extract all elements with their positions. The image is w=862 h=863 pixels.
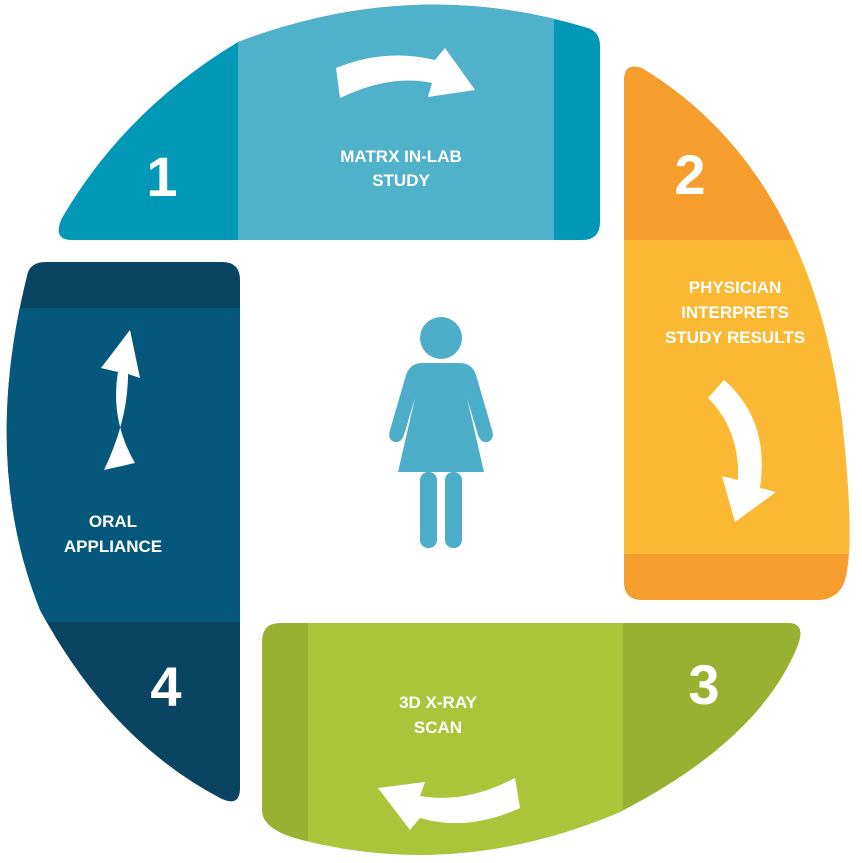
step-4-label-line-2: APPLIANCE — [64, 537, 162, 556]
step-3-label-line-2: SCAN — [414, 718, 462, 737]
arrow-right-icon — [336, 48, 475, 98]
step-4-number: 4 — [150, 655, 181, 718]
step-1-label-line-2: STUDY — [372, 171, 430, 190]
step-1-light-band — [238, 4, 554, 240]
step-1-label-line-1: MATRX IN-LAB — [340, 147, 462, 166]
step-3-light-band — [308, 623, 623, 855]
arrow-down-icon — [708, 380, 776, 522]
step-2-label-line-2: INTERPRETS — [681, 303, 789, 322]
arrow-left-icon — [378, 778, 520, 830]
step-2-number: 2 — [674, 143, 705, 206]
step-3-number: 3 — [688, 653, 719, 716]
step-2-label-line-3: STUDY RESULTS — [665, 328, 805, 347]
step-4-label-line-1: ORAL — [89, 512, 137, 531]
step-3-label-line-1: 3D X-RAY — [399, 693, 477, 712]
person-icon — [389, 317, 493, 548]
step-1-number: 1 — [146, 145, 177, 208]
step-2-label-line-1: PHYSICIAN — [689, 278, 782, 297]
arrow-up-icon — [101, 330, 140, 470]
